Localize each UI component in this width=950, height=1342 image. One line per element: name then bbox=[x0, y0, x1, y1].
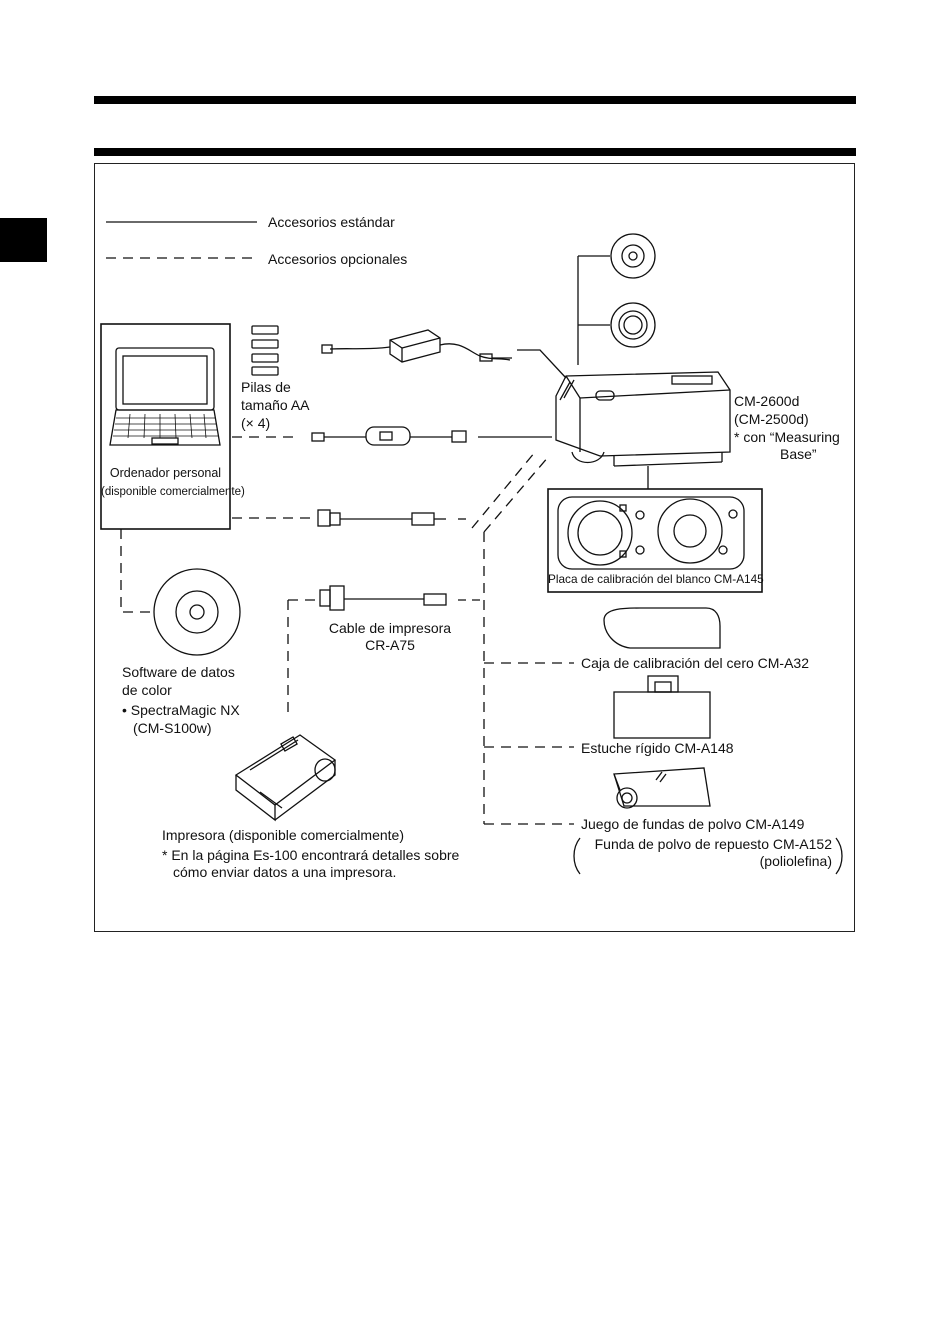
software-label-line3: • SpectraMagic NX bbox=[122, 702, 240, 718]
batteries-label-line3: (× 4) bbox=[241, 415, 271, 431]
printer-cable-icon bbox=[319, 585, 447, 611]
white-plate-label: Placa de calibración del blanco CM-A145 bbox=[548, 572, 764, 586]
dust-cover-label: Juego de fundas de polvo CM-A149 bbox=[581, 816, 805, 832]
adapter-connector-line bbox=[517, 349, 567, 379]
side-tab bbox=[0, 218, 47, 262]
instrument-label-line4: Base” bbox=[780, 446, 817, 462]
serial-cable-icon bbox=[317, 509, 446, 527]
software-label-line2: de color bbox=[122, 682, 172, 698]
batteries-label-line2: tamaño AA bbox=[241, 397, 310, 413]
bracket-left bbox=[573, 837, 581, 875]
cd-icon bbox=[153, 568, 241, 656]
software-connector-line bbox=[120, 529, 152, 613]
header-bar-top bbox=[94, 96, 856, 104]
printer-cable-label-line1: Cable de impresora bbox=[328, 620, 452, 636]
batteries-label-line1: Pilas de bbox=[241, 379, 291, 395]
instrument-label-line1: CM-2600d bbox=[734, 393, 800, 409]
spare-cover-label-line2: (poliolefina) bbox=[759, 853, 832, 869]
bracket-right bbox=[835, 837, 843, 875]
white-calibration-plate-icon bbox=[557, 496, 745, 570]
batteries-icon bbox=[251, 325, 279, 376]
hard-case-label: Estuche rígido CM-A148 bbox=[581, 740, 734, 756]
white-plate-box bbox=[547, 488, 763, 593]
printer-icon bbox=[234, 734, 337, 822]
computer-box bbox=[100, 323, 231, 530]
zero-calibration-box-icon bbox=[603, 607, 721, 649]
software-label-line1: Software de datos bbox=[122, 664, 235, 680]
target-mask-small-icon bbox=[610, 233, 656, 279]
diagram-frame bbox=[94, 163, 855, 932]
legend-optional-label: Accesorios opcionales bbox=[268, 251, 408, 267]
printer-label-line3: cómo enviar datos a una impresora. bbox=[173, 864, 397, 880]
computer-label-line2: (disponible comercialmente) bbox=[101, 486, 245, 498]
printer-cable-label-line2: CR-A75 bbox=[365, 637, 415, 653]
computer-label-line1: Ordenador personal bbox=[109, 466, 222, 480]
printer-label-line2: * En la página Es-100 encontrará detalle… bbox=[162, 847, 460, 863]
software-label-line4: (CM-S100w) bbox=[133, 720, 212, 736]
instrument-label-line3: * con “Measuring bbox=[734, 429, 840, 445]
zero-box-label: Caja de calibración del cero CM-A32 bbox=[581, 655, 809, 671]
dust-cover-icon bbox=[613, 767, 711, 809]
ac-adapter-icon bbox=[321, 329, 512, 363]
spare-cover-label-line1: Funda de polvo de repuesto CM-A152 bbox=[594, 836, 832, 852]
laptop-icon bbox=[109, 347, 221, 446]
legend-standard-label: Accesorios estándar bbox=[268, 214, 395, 230]
hard-case-icon bbox=[613, 675, 711, 739]
usb-cable-icon bbox=[311, 426, 467, 446]
printer-label-line1: Impresora (disponible comercialmente) bbox=[162, 827, 404, 843]
instrument-icon bbox=[555, 371, 731, 467]
instrument-label-line2: (CM-2500d) bbox=[734, 411, 809, 427]
header-bar-bottom bbox=[94, 148, 856, 156]
target-mask-large-icon bbox=[610, 302, 656, 348]
